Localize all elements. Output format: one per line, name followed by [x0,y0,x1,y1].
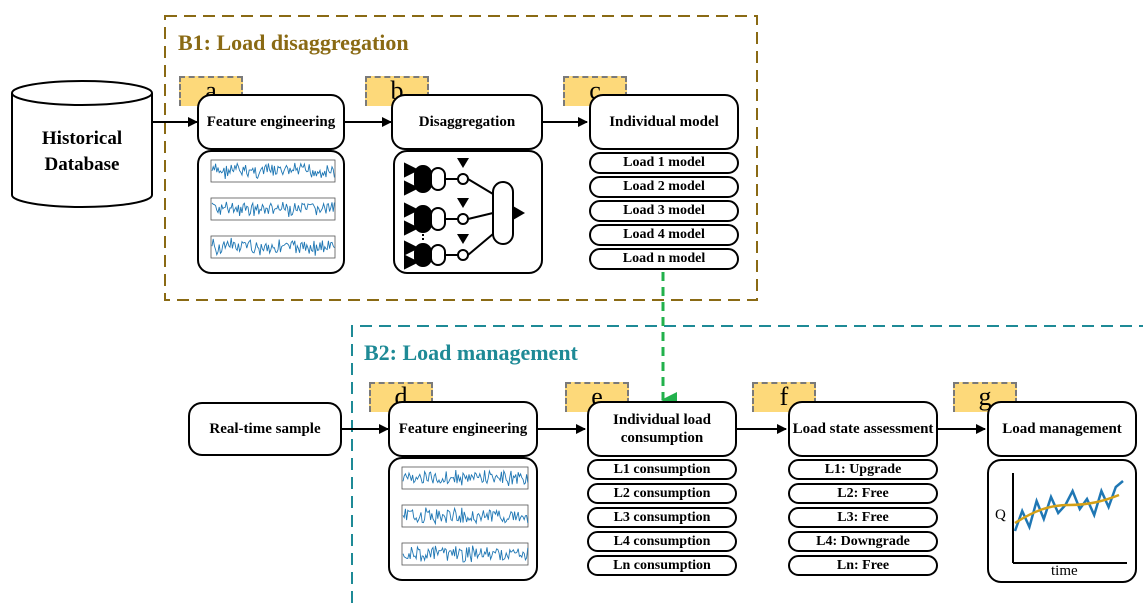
database-cylinder-icon [11,80,153,208]
consumption-item-3: L3 consumption [587,507,737,528]
consumption-list: L1 consumption L2 consumption L3 consump… [587,459,737,577]
disaggregation-box: Disaggregation [391,94,543,150]
b1-region-border [164,15,758,301]
load-management-plot: Q time [987,459,1137,583]
feature-plots-a [197,150,345,274]
model-item-2: Load 2 model [589,176,739,198]
database-label: Historical Database [12,126,152,177]
state-item-n: Ln: Free [788,555,938,576]
individual-load-consumption-box: Individual load consumption [587,401,737,457]
consumption-item-n: Ln consumption [587,555,737,576]
feature-engineering-box-a: Feature engineering [197,94,345,150]
consumption-item-1: L1 consumption [587,459,737,480]
model-item-n: Load n model [589,248,739,270]
individual-model-box: Individual model [589,94,739,150]
database-label-line1: Historical [41,128,123,149]
state-item-1: L1: Upgrade [788,459,938,480]
feature-plots-d [388,457,538,581]
feature-signal-plots-icon [401,466,529,566]
model-item-4: Load 4 model [589,224,739,246]
state-list: L1: Upgrade L2: Free L3: Free L4: Downgr… [788,459,938,577]
database-label-line2: Database [44,153,120,175]
b2-title: B2: Load management [364,340,578,365]
management-plot-icon [1012,473,1127,564]
b2-region-border [351,325,1143,603]
realtime-sample-box: Real-time sample [188,402,342,456]
neural-network-icon [404,158,525,270]
state-item-3: L3: Free [788,507,938,528]
model-item-1: Load 1 model [589,152,739,174]
consumption-item-4: L4 consumption [587,531,737,552]
plot-x-label: time [1051,563,1078,579]
plot-y-label: Q [995,507,1006,523]
state-item-2: L2: Free [788,483,938,504]
neural-network-panel [393,150,543,274]
model-item-3: Load 3 model [589,200,739,222]
state-item-4: L4: Downgrade [788,531,938,552]
model-list: Load 1 model Load 2 model Load 3 model L… [589,152,739,272]
feature-signal-plots-icon [210,159,336,259]
load-management-box: Load management [987,401,1137,457]
load-state-assessment-box: Load state assessment [788,401,938,457]
feature-engineering-box-d: Feature engineering [388,401,538,457]
consumption-item-2: L2 consumption [587,483,737,504]
b1-title: B1: Load disaggregation [178,30,409,55]
